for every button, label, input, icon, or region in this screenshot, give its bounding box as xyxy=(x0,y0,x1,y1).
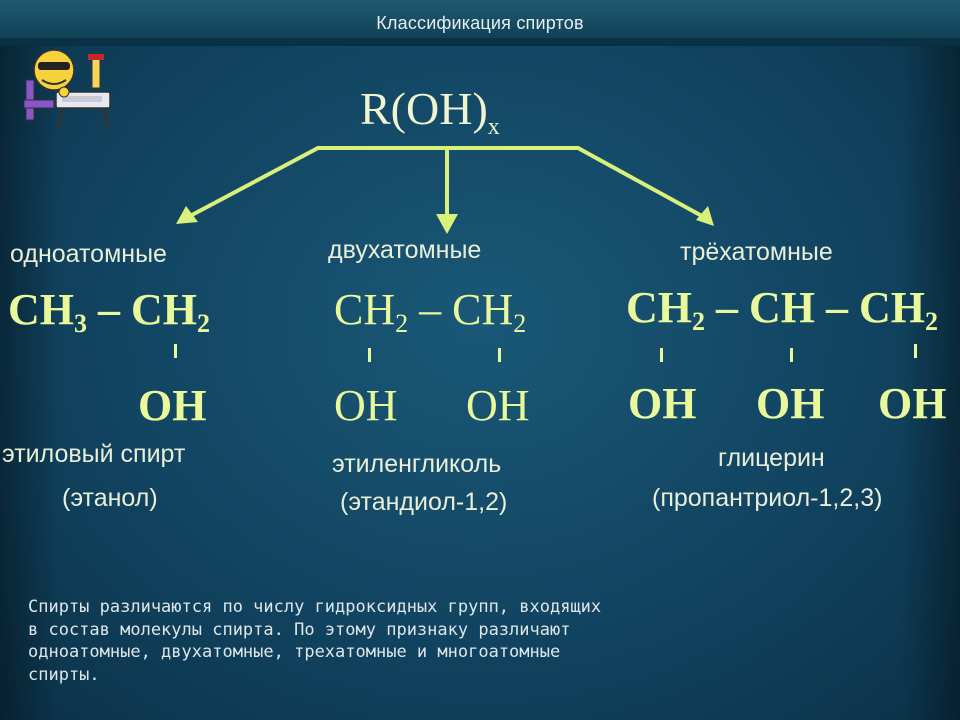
hydroxyl-group: OH xyxy=(466,381,530,430)
page-title: Классификация спиртов xyxy=(376,13,584,33)
arrowhead-middle-icon xyxy=(436,214,458,234)
glycerol-name: глицерин xyxy=(718,444,825,472)
ethanol-name: этиловый спирт xyxy=(2,440,186,468)
arrow-to-monohydric xyxy=(188,146,320,218)
hydroxyl-group: OH xyxy=(756,379,825,428)
general-formula-base: R(OH) xyxy=(360,83,488,134)
bond-line xyxy=(914,344,917,358)
formula-ethanol: CH3 – CH2 xyxy=(8,285,210,338)
general-formula-subscript: x xyxy=(487,114,500,140)
bond-line xyxy=(368,348,371,362)
category-dihydric-label: двухатомные xyxy=(328,236,482,264)
bond-line xyxy=(174,344,177,358)
hydroxyl-group: OH xyxy=(628,379,697,428)
smiley-at-desk-icon xyxy=(23,49,111,131)
general-formula: R(OH)x xyxy=(360,82,500,141)
bond-line xyxy=(498,348,501,362)
glycerol-alt-name: (пропантриол-1,2,3) xyxy=(652,484,883,512)
ethylene-glycol-alt-name: (этандиол-1,2) xyxy=(340,488,508,516)
hydroxyl-group: OH xyxy=(138,381,207,430)
description-line: в состав молекулы спирта. По этому призн… xyxy=(28,619,571,640)
hydroxyl-group: OH xyxy=(334,381,398,430)
description-text: Спирты различаются по числу гидроксидных… xyxy=(28,596,938,686)
bond-line xyxy=(790,348,793,362)
bond-line xyxy=(660,348,663,362)
hydroxyl-group: OH xyxy=(878,379,947,428)
description-line: одноатомные, двухатомные, трехатомные и … xyxy=(28,642,561,662)
ethanol-alt-name: (этанол) xyxy=(62,484,158,512)
ethylene-glycol-name: этиленгликоль xyxy=(332,450,502,478)
arrow-to-trihydric xyxy=(576,146,704,218)
category-trihydric-label: трёхатомные xyxy=(680,238,833,266)
formula-ethylene-glycol: CH2 – CH2 xyxy=(334,285,527,338)
arrowhead-left-icon xyxy=(176,206,198,224)
description-line: Спирты различаются по числу гидроксидных… xyxy=(28,597,602,617)
title-bar: Классификация спиртов xyxy=(0,0,960,46)
formula-glycerol: CH2 – CH – CH2 xyxy=(626,283,938,336)
description-line: спирты. xyxy=(28,664,100,685)
arrowhead-right-icon xyxy=(696,206,714,226)
category-monohydric-label: одноатомные xyxy=(10,240,167,268)
